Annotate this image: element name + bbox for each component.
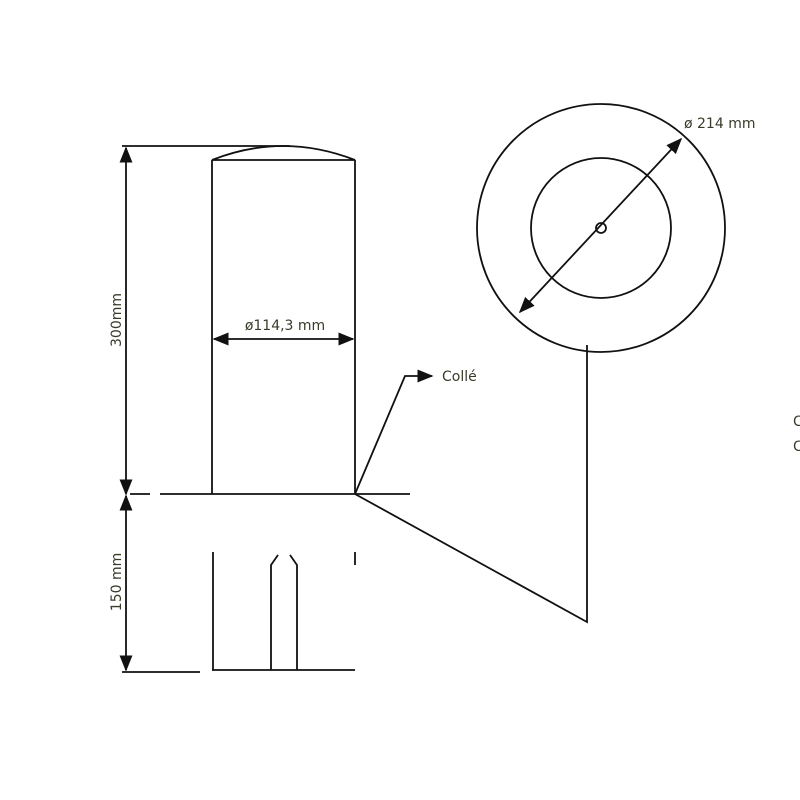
slotted-base: [212, 552, 356, 671]
clipped-text-line: C: [793, 439, 800, 455]
height-lower-label: 150 mm: [109, 553, 125, 611]
tube-diameter-label: ø114,3 mm: [245, 318, 325, 334]
dimension-tube-diameter: ø114,3 mm: [212, 318, 355, 346]
detail-leader: [354, 345, 588, 624]
clipped-text: C C: [793, 414, 800, 455]
height-upper-label: 300mm: [109, 293, 125, 347]
dimension-height-upper: 300mm: [109, 145, 290, 496]
dimension-height-lower: 150 mm: [109, 494, 200, 673]
cap-top-view: ø 214 mm: [476, 103, 755, 353]
bollard-tube: [211, 145, 356, 494]
glued-callout: Collé: [354, 369, 477, 495]
glued-label: Collé: [442, 369, 477, 385]
clipped-text-line: C: [793, 414, 800, 430]
cap-diameter-label: ø 214 mm: [684, 116, 755, 132]
